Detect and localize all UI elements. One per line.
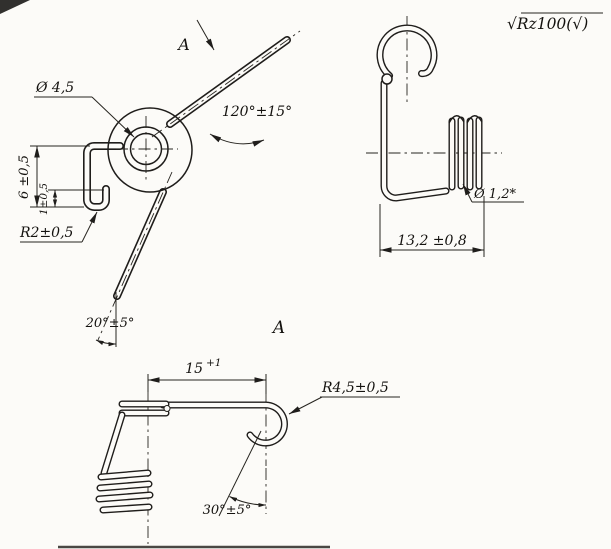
dim-leader	[81, 211, 98, 243]
dim-leader	[462, 183, 473, 203]
left-leg-outline	[87, 146, 120, 207]
view-a: A 15 +1 R4,5±0,5 30°±5°	[99, 318, 400, 544]
dim-bend-radius: R2±0,5	[19, 225, 74, 241]
dim-lower-arm-angle: 20°±5°	[85, 316, 135, 331]
surface-roughness-text: √Rz100(√)	[507, 15, 588, 33]
coil-outer-circle	[107, 107, 193, 193]
dim-hook-height: 1±0,5	[38, 183, 50, 215]
dim-leader	[91, 96, 135, 138]
dim-leader	[288, 396, 323, 415]
dim-angle-arc	[229, 496, 267, 508]
dim-arms-angle: 120°±15°	[222, 104, 292, 120]
angle-line	[218, 430, 262, 517]
dim-coil-diameter: Ø 4,5	[35, 80, 74, 96]
bottom-coil-fill	[103, 507, 149, 510]
main-view: A Ø 4,5 120°±15° 6 ±0,5 1±0,5 R2±0,5 20°…	[17, 19, 301, 347]
dim-hook-radius: R4,5±0,5	[321, 380, 389, 396]
view-a-label: A	[271, 318, 285, 338]
scan-corner-artifact	[0, 0, 30, 14]
side-view: Ø 1,2* 13,2 ±0,8	[366, 16, 524, 257]
view-direction-arrow	[196, 19, 215, 51]
coil-loop-top	[448, 115, 465, 124]
dim-wire-diameter: Ø 1,2*	[473, 187, 516, 202]
dim-hook-angle: 30°±5°	[203, 503, 252, 518]
dim-body-width: 13,2 ±0,8	[397, 233, 467, 249]
view-direction-label: A	[176, 35, 190, 54]
coil-loop-top	[466, 115, 483, 124]
dim-leg-length: 6 ±0,5	[17, 155, 32, 199]
front-wire-outline	[384, 83, 446, 198]
front-wire-fill	[384, 83, 446, 198]
wire-end-section	[163, 405, 171, 412]
dim-angle-arc	[95, 339, 117, 347]
dim-arm-length-tol: +1	[206, 357, 221, 369]
wire-end-section	[381, 73, 393, 85]
upper-arm-axis	[151, 30, 301, 138]
surface-roughness-note: √Rz100(√)	[507, 12, 603, 33]
coil-transition-fill	[104, 415, 122, 473]
lower-arm-axis	[97, 171, 173, 341]
dim-angle-arc	[209, 133, 265, 147]
dim-arm-length: 15	[185, 361, 203, 377]
